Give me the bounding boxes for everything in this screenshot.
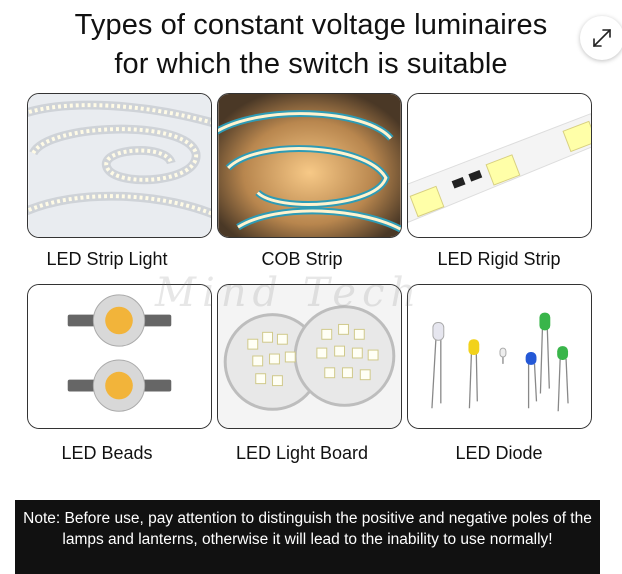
usage-note-text: Note: Before use, pay attention to disti… xyxy=(23,510,592,548)
item-label-led-light-board: LED Light Board xyxy=(235,443,369,463)
watermark: Mind Tech xyxy=(155,270,423,316)
expand-button[interactable] xyxy=(580,16,622,60)
cob-strip-image xyxy=(217,93,402,238)
item-label-led-diode: LED Diode xyxy=(455,443,543,463)
item-label-led-strip-light: LED Strip Light xyxy=(46,249,168,269)
expand-arrows-icon xyxy=(593,29,611,47)
item-label-cob-strip: COB Strip xyxy=(261,249,343,269)
led-rigid-strip-image xyxy=(407,93,592,238)
title-line-2: for which the switch is suitable xyxy=(114,48,508,80)
led-strip-light-image xyxy=(27,93,212,238)
usage-note-banner: Note: Before use, pay attention to disti… xyxy=(15,500,600,574)
led-light-board-image xyxy=(217,284,402,429)
item-label-led-beads: LED Beads xyxy=(61,443,153,463)
page-title: Types of constant voltage luminaires for… xyxy=(0,6,622,84)
led-diode-image xyxy=(407,284,592,429)
item-label-led-rigid-strip: LED Rigid Strip xyxy=(437,249,561,269)
led-beads-image xyxy=(27,284,212,429)
title-line-1: Types of constant voltage luminaires xyxy=(74,9,548,41)
